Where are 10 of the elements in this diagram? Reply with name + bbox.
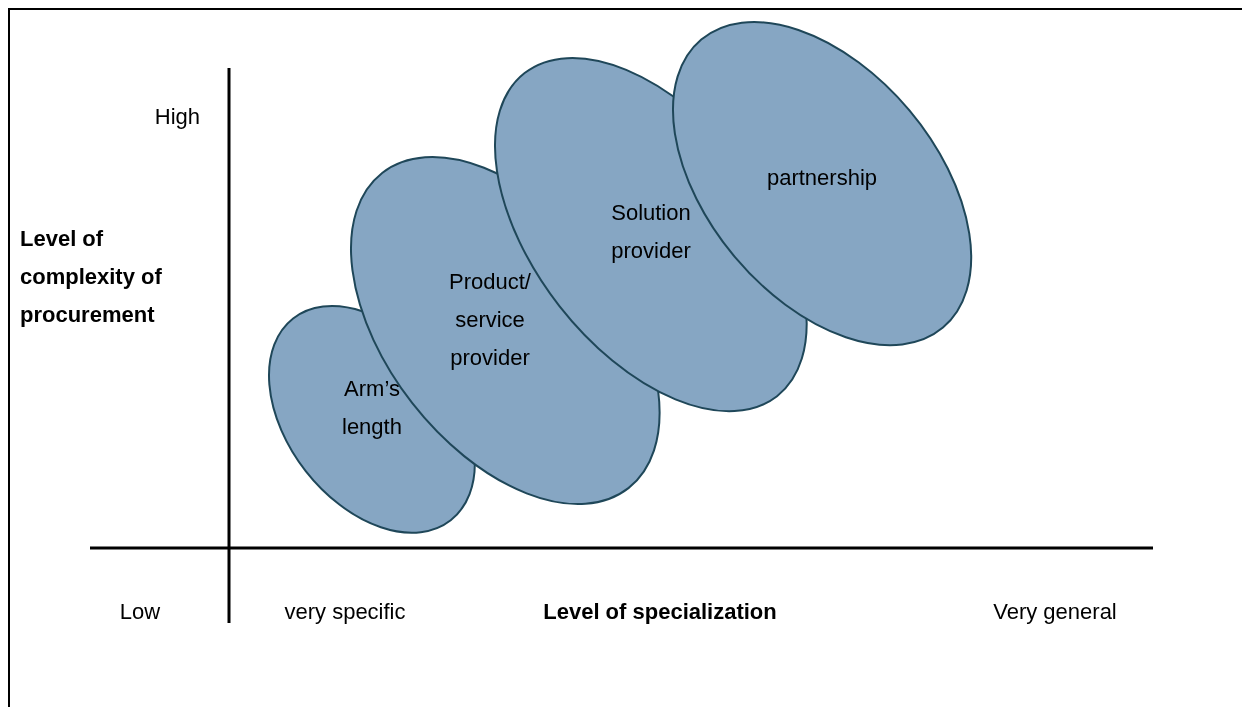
axis-title: Level of complexity of procurement	[20, 225, 163, 329]
ellipse-label: Product/ service provider	[448, 268, 532, 372]
ellipse-label: Arm’s length	[341, 375, 403, 441]
axis-label: Very general	[992, 598, 1118, 626]
axis-label: Low	[118, 598, 162, 626]
axis-label: High	[153, 103, 200, 131]
axis-title: Level of specialization	[542, 598, 778, 626]
ellipse-label: partnership	[765, 164, 878, 192]
axis-label: very specific	[283, 598, 407, 626]
ellipse-label: Solution provider	[610, 199, 692, 265]
